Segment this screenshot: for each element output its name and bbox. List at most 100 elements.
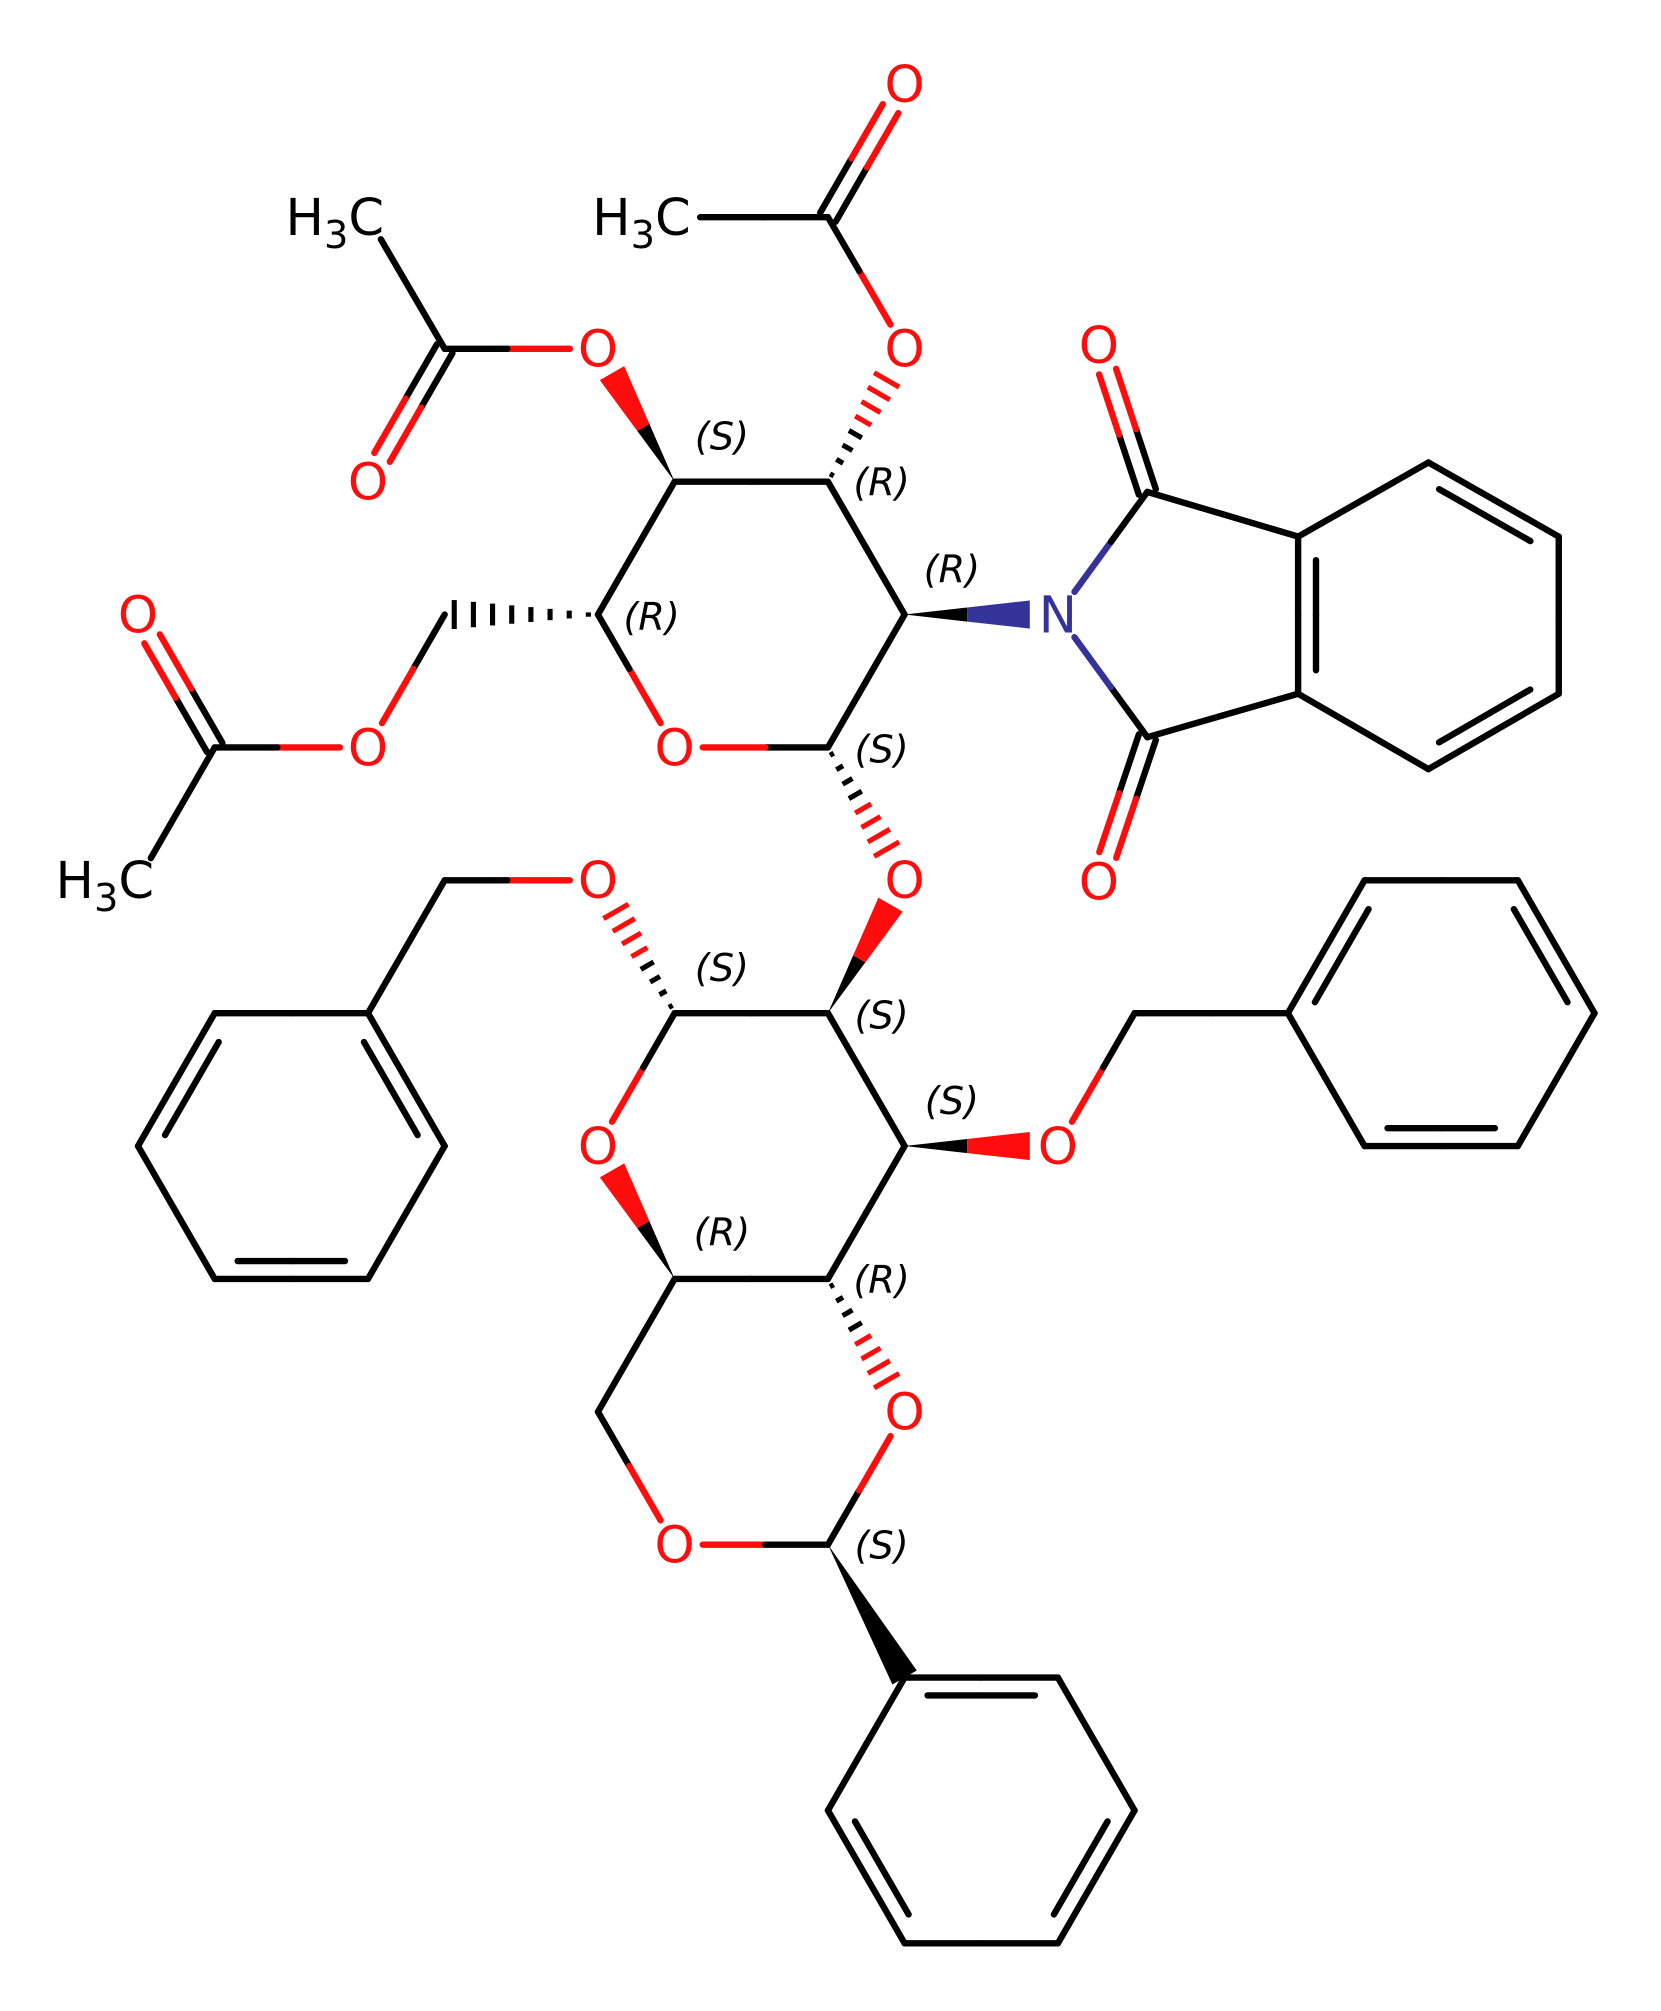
bond <box>1294 690 1432 773</box>
hash-bond-stroke <box>847 1320 864 1333</box>
stereo-descriptor-label: (R) <box>853 461 910 506</box>
single-bond-half <box>863 611 908 685</box>
bond <box>134 1009 222 1150</box>
wedge-bond-half <box>599 366 650 431</box>
oxygen-atom-label: O <box>578 852 618 911</box>
single-bond-half <box>364 1209 410 1283</box>
single-bond-half <box>147 799 186 862</box>
hash-bond-stroke <box>828 1282 836 1289</box>
hash-bond-stroke <box>620 930 643 947</box>
bond <box>1294 533 1320 697</box>
oxygen-atom-label: O <box>1079 853 1119 912</box>
bond <box>828 750 901 859</box>
bond <box>824 611 908 751</box>
bond <box>1425 686 1562 773</box>
bond <box>1071 488 1151 596</box>
bond <box>824 214 894 328</box>
bond <box>1096 731 1160 861</box>
hash-bond-stroke <box>602 901 630 921</box>
double-bond-outer-half <box>1490 690 1562 735</box>
single-bond-half <box>1100 1009 1138 1071</box>
bond <box>147 744 218 862</box>
bond <box>1068 1009 1138 1125</box>
oxygen-atom-label: O <box>884 1384 924 1443</box>
bond <box>824 1142 908 1283</box>
bond <box>824 478 908 618</box>
bond <box>211 1257 372 1283</box>
stereo-descriptor-label: (R) <box>924 548 981 593</box>
double-bond-inner-half <box>1435 485 1488 519</box>
oxygen-atom-label: O <box>884 852 924 911</box>
hash-bond-stroke <box>828 471 836 479</box>
single-bond-half <box>377 236 416 298</box>
bond <box>827 897 903 1014</box>
single-bond-half <box>1144 712 1226 741</box>
nitrogen-atom-label: N <box>1039 586 1077 645</box>
single-bond-half <box>1553 1009 1598 1083</box>
double-bond-inner-half <box>387 1085 421 1139</box>
bond <box>378 611 448 727</box>
bond <box>1284 877 1372 1017</box>
double-bond-inner-half <box>1481 686 1534 720</box>
hash-bond-stroke <box>866 1358 892 1376</box>
methyl-h: H <box>286 189 324 248</box>
single-bond-half <box>824 478 870 552</box>
double-bond-line-half <box>187 685 226 747</box>
double-bond-outer-half <box>1425 459 1497 503</box>
hash-bond-stroke <box>853 801 873 816</box>
oxygen-atom-label: O <box>884 321 924 380</box>
bond <box>904 1131 1030 1161</box>
bond <box>371 341 456 465</box>
stereo-descriptor-label: (R) <box>623 595 680 640</box>
double-bond-outer-half <box>863 1873 908 1947</box>
double-bond-line-half <box>1115 431 1143 498</box>
methyl-c: C <box>655 189 691 248</box>
oxygen-atom-label: O <box>118 586 158 645</box>
double-bond-inner-half <box>1435 712 1488 746</box>
double-bond-inner-half <box>188 1038 222 1092</box>
bond <box>1050 1807 1138 1947</box>
double-bond-outer-half <box>403 1076 448 1150</box>
bond <box>134 1142 218 1283</box>
single-bond-half <box>1071 634 1115 691</box>
methyl-c: C <box>348 189 384 248</box>
bonds <box>134 101 1598 1947</box>
double-bond-line-half <box>1113 795 1140 861</box>
single-bond-half <box>364 943 410 1017</box>
single-bond-half <box>626 665 664 727</box>
methyl-group-label: H3C <box>56 852 154 921</box>
bond <box>901 1674 1062 1699</box>
single-bond-half <box>863 1142 908 1216</box>
bond <box>599 1163 675 1279</box>
double-bond-inner-half <box>1510 905 1544 959</box>
double-bond-outer-half <box>1490 496 1562 540</box>
bond <box>141 631 226 756</box>
single-bond-half <box>863 1674 908 1748</box>
single-bond-half <box>594 544 640 618</box>
double-bond-inner-half <box>851 1818 885 1872</box>
methyl-group-label: H3C <box>592 189 691 258</box>
methyl-c: C <box>118 852 154 911</box>
single-bond-half <box>594 1408 633 1470</box>
single-bond-half <box>1093 1740 1138 1814</box>
double-bond-outer-half <box>1323 877 1368 950</box>
bond <box>364 877 448 1017</box>
bond <box>1425 459 1562 545</box>
single-bond-half <box>824 1209 870 1283</box>
wedge-bond-half <box>967 1131 1030 1161</box>
methyl-h: H <box>592 189 630 248</box>
single-bond-half <box>1068 1064 1107 1125</box>
single-bond-half <box>594 611 633 673</box>
bond <box>364 1142 448 1283</box>
single-bond-half <box>134 1142 180 1216</box>
double-bond-line-half <box>1115 731 1143 797</box>
single-bond-half <box>633 1275 678 1349</box>
double-bond-line-half <box>863 109 902 171</box>
double-bond-line-half <box>156 631 195 692</box>
single-bond-half <box>594 1342 640 1415</box>
wedge-bond-half <box>904 1139 968 1154</box>
bond <box>377 236 448 352</box>
hash-bond-stroke <box>853 1333 873 1347</box>
single-bond-half <box>378 665 417 727</box>
